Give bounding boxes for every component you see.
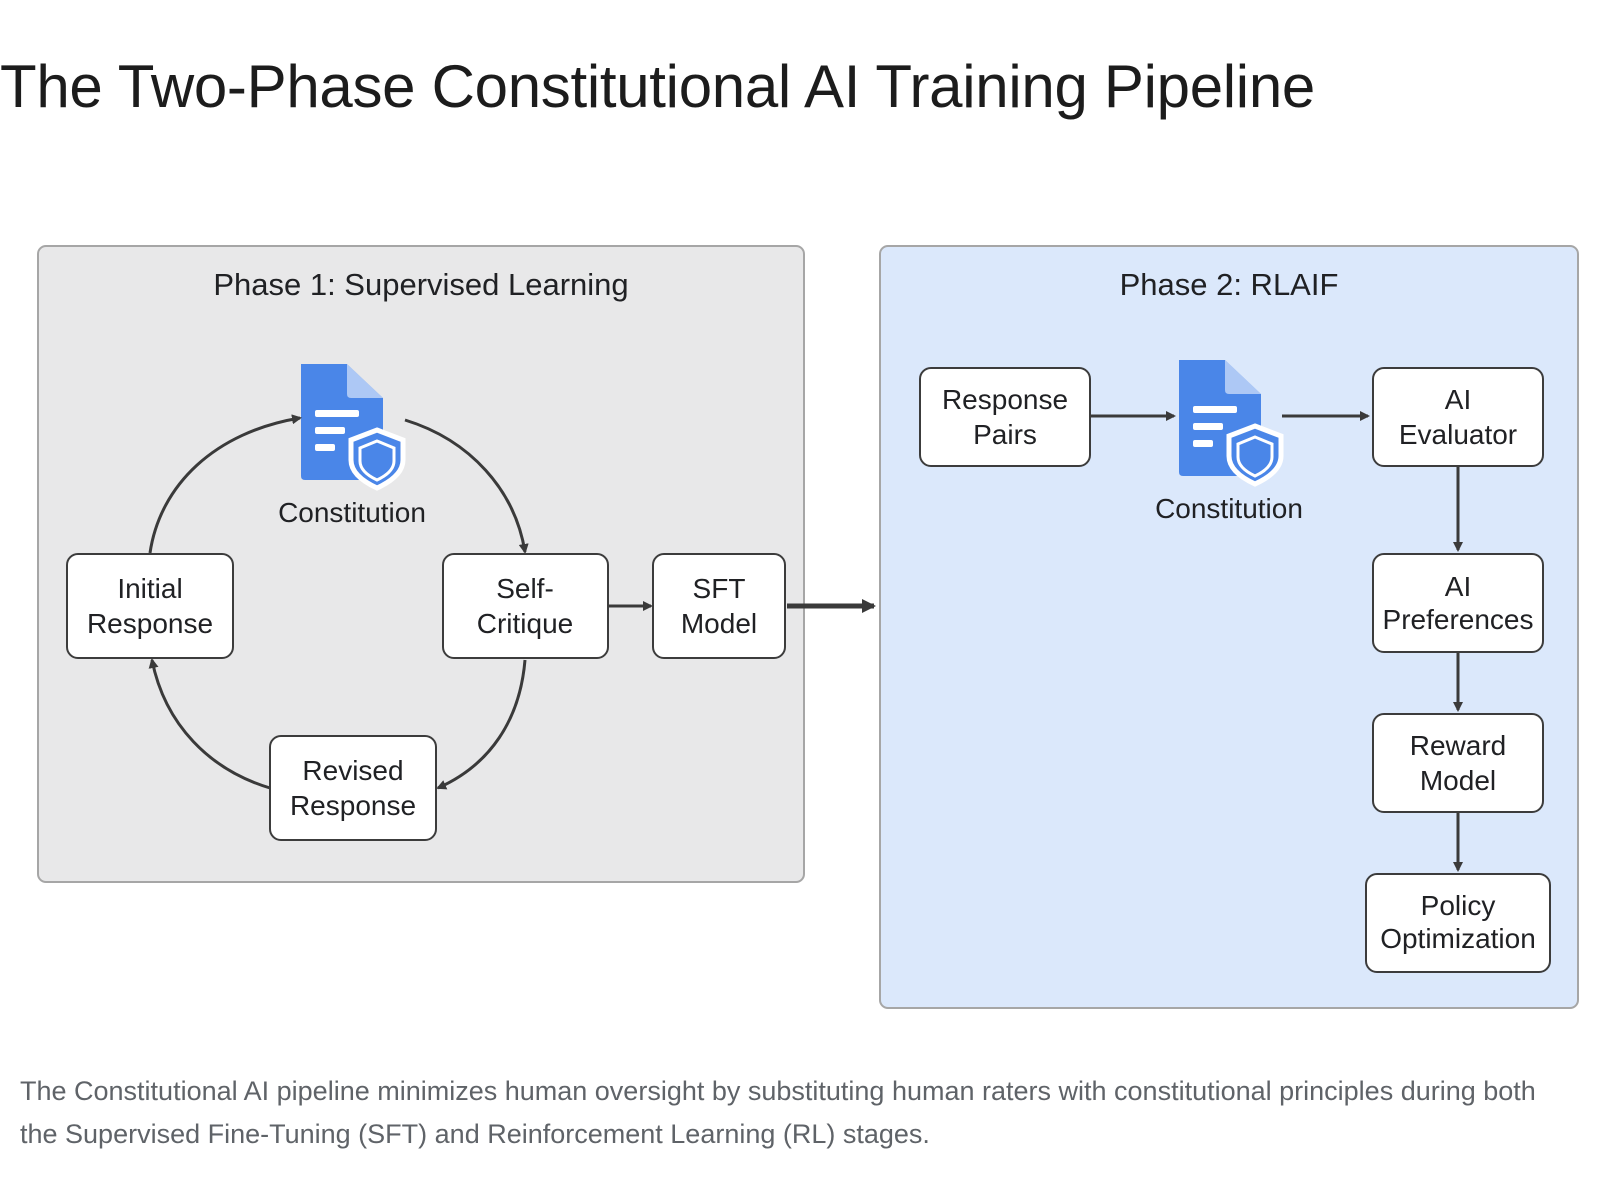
figure-caption: The Constitutional AI pipeline minimizes… [20,1076,1536,1149]
node-policy-optimization-line1: Policy [1421,890,1496,921]
node-initial-response-line1: Initial [117,573,182,604]
phase1-panel: Phase 1: Supervised Learning Constitutio… [37,245,805,883]
node-sft-model: SFT Model [652,553,786,659]
node-response-pairs-line2: Pairs [973,419,1037,450]
node-initial-response: Initial Response [66,553,234,659]
node-self-critique: Self- Critique [442,553,609,659]
node-policy-optimization-line2: Optimization [1380,923,1536,954]
arrow-revised-to-initial [148,658,271,790]
node-ai-preferences-line1: AI [1445,571,1471,602]
node-revised-response: Revised Response [269,735,437,841]
page-title: The Two-Phase Constitutional AI Training… [0,53,1315,120]
node-revised-response-line1: Revised [302,755,403,786]
phase2-title: Phase 2: RLAIF [1120,267,1339,302]
node-sft-model-line1: SFT [693,573,746,604]
arrow-initial-to-constitution [148,414,302,554]
node-ai-evaluator-line2: Evaluator [1399,419,1517,450]
phase2-constitution-label: Constitution [1155,493,1303,524]
arrow-constitution-to-critique [404,418,529,554]
node-ai-evaluator-line1: AI [1445,384,1471,415]
node-initial-response-line2: Response [87,608,213,639]
node-sft-model-line2: Model [681,608,757,639]
phase1-title: Phase 1: Supervised Learning [213,267,628,302]
node-reward-model-line2: Model [1420,765,1496,796]
phase1-constitution-label: Constitution [278,497,426,528]
node-self-critique-line1: Self- [496,573,554,604]
node-response-pairs-line1: Response [942,384,1068,415]
node-ai-preferences: AI Preferences [1372,553,1544,653]
node-self-critique-line2: Critique [477,608,573,639]
node-ai-evaluator: AI Evaluator [1372,367,1544,467]
node-reward-model-line1: Reward [1410,730,1506,761]
node-policy-optimization: Policy Optimization [1365,873,1551,973]
node-ai-preferences-line2: Preferences [1383,604,1534,635]
phase2-panel: Phase 2: RLAIF Constitution Response Pai… [879,245,1579,1009]
node-revised-response-line2: Response [290,790,416,821]
node-reward-model: Reward Model [1372,713,1544,813]
arrow-critique-to-revised [436,659,527,790]
node-response-pairs: Response Pairs [919,367,1091,467]
